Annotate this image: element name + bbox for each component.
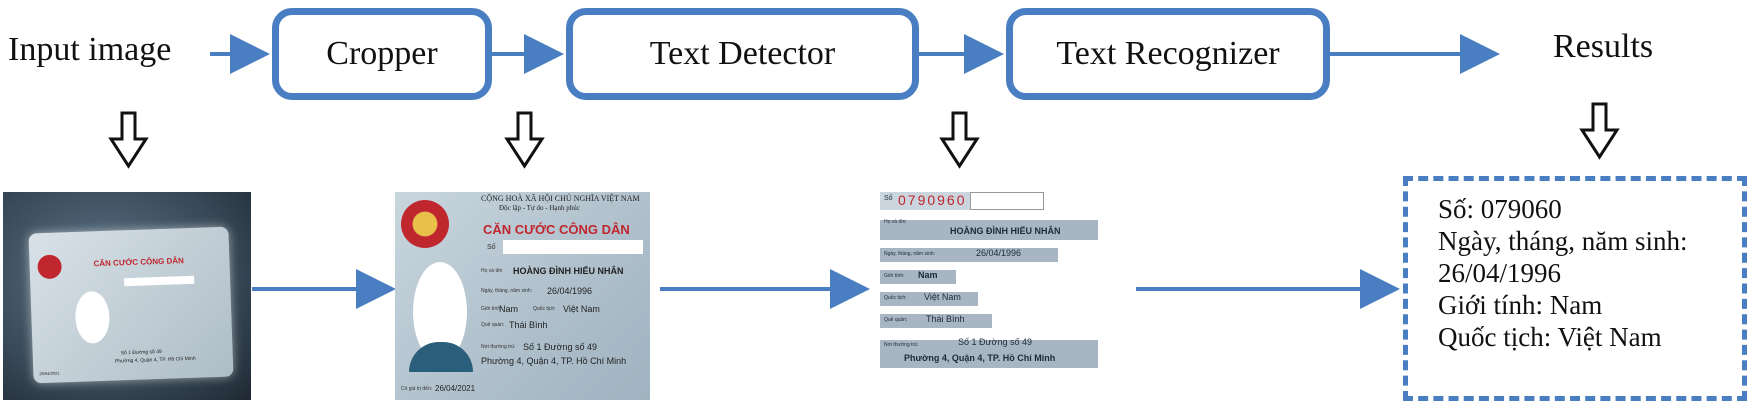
detected-name-label: Họ và tên: [884,219,907,225]
input-photo: CĂN CƯỚC CÔNG DÂN Số 1 Đường số 49 Phườn… [3,192,251,400]
field-name [880,220,1098,240]
detected-hometown: Thái Bình [926,314,965,324]
down-arrow-icon [108,111,149,169]
face-redaction [74,290,111,344]
results-label: Results [1553,28,1654,65]
detected-nationality: Việt Nam [924,292,961,302]
cropped-card: CỘNG HOÀ XÃ HỘI CHỦ NGHĨA VIỆT NAM Độc l… [395,192,650,400]
no-label: Số [487,244,496,251]
detected-id-number: 0790960 [898,192,967,208]
card-expiry: 26/04/2021 [39,370,60,377]
detected-regions: Số 0790960 Họ và tên: HOÀNG ĐÌNH HIẾU NH… [878,190,1138,400]
result-sex: Giới tính: Nam [1438,290,1603,320]
redaction-bar [503,240,643,254]
residence-line-2: Phường 4, Quận 4, TP. Hồ Chí Minh [481,356,627,366]
residence-line-1: Số 1 Đường số 49 [523,342,597,352]
id-card: CĂN CƯỚC CÔNG DÂN Số 1 Đường số 49 Phườn… [28,226,234,384]
emblem-icon [37,254,63,280]
motto-text: Độc lập - Tự do - Hạnh phúc [499,204,580,212]
detected-residence-1: Số 1 Đường số 49 [958,337,1032,347]
detected-name: HOÀNG ĐÌNH HIẾU NHÂN [950,226,1061,236]
result-nationality: Quốc tịch: Việt Nam [1438,322,1662,352]
field-sex [880,270,956,284]
detected-residence-label: Nơi thường trú: [884,342,919,348]
result-id: Số: 079060 [1438,194,1562,224]
nationality-value: Việt Nam [563,304,600,314]
card-address-2: Phường 4, Quận 4, TP. Hồ Chí Minh [114,355,196,365]
text-recognizer-stage: Text Recognizer [1006,8,1330,100]
down-arrow-icon [1579,102,1620,160]
cropper-stage-label: Cropper [326,35,438,72]
nationality-label: Quốc tịch: [533,306,556,312]
field-residence [880,340,1098,368]
result-dob-label: Ngày, tháng, năm sinh: [1438,226,1688,256]
redaction-bar [970,192,1044,210]
expiry-value: 26/04/2021 [435,384,476,393]
hometown-label: Quê quán: [481,322,505,328]
name-value: HOÀNG ĐÌNH HIẾU NHÂN [513,266,624,276]
name-label: Họ và tên [481,268,503,274]
detected-dob: 26/04/1996 [976,248,1022,258]
emblem-icon [401,200,449,248]
residence-label: Nơi thường trú: [481,344,516,350]
field-hometown [880,314,992,328]
field-id-number [880,192,970,210]
text-detector-stage-label: Text Detector [649,35,836,72]
detected-no-label: Số [884,195,893,202]
detected-sex: Nam [918,270,938,280]
card-title: CĂN CƯỚC CÔNG DÂN [483,222,630,237]
detected-hometown-label: Quê quán: [884,317,908,323]
field-nationality [880,292,978,306]
text-recognizer-stage-label: Text Recognizer [1056,35,1280,72]
sex-value: Nam [499,304,519,314]
republic-text: CỘNG HOÀ XÃ HỘI CHỦ NGHĨA VIỆT NAM [481,194,640,203]
cropper-stage: Cropper [272,8,492,100]
redaction-bar [124,275,195,287]
portrait-shoulders [409,342,473,372]
detected-residence-2: Phường 4, Quận 4, TP. Hồ Chí Minh [904,353,1056,363]
detected-dob-label: Ngày, tháng, năm sinh: [884,251,936,257]
field-dob [880,248,1058,262]
expiry-label: Có giá trị đến: [401,386,433,392]
card-address-1: Số 1 Đường số 49 [120,348,162,357]
down-arrow-icon [504,111,545,169]
input-image-label: Input image [8,31,172,68]
dob-value: 26/04/1996 [547,286,593,296]
down-arrow-icon [939,111,980,169]
sex-label: Giới tính: [481,306,502,312]
detected-sex-label: Giới tính: [884,273,905,279]
text-detector-stage: Text Detector [566,8,919,100]
hometown-value: Thái Bình [509,320,548,330]
result-dob: 26/04/1996 [1438,258,1562,288]
dob-label: Ngày, tháng, năm sinh: [481,288,533,294]
card-title: CĂN CƯỚC CÔNG DÂN [93,256,185,269]
detected-nationality-label: Quốc tịch: [884,295,907,301]
results-box: Số: 079060 Ngày, tháng, năm sinh: 26/04/… [1403,176,1747,401]
